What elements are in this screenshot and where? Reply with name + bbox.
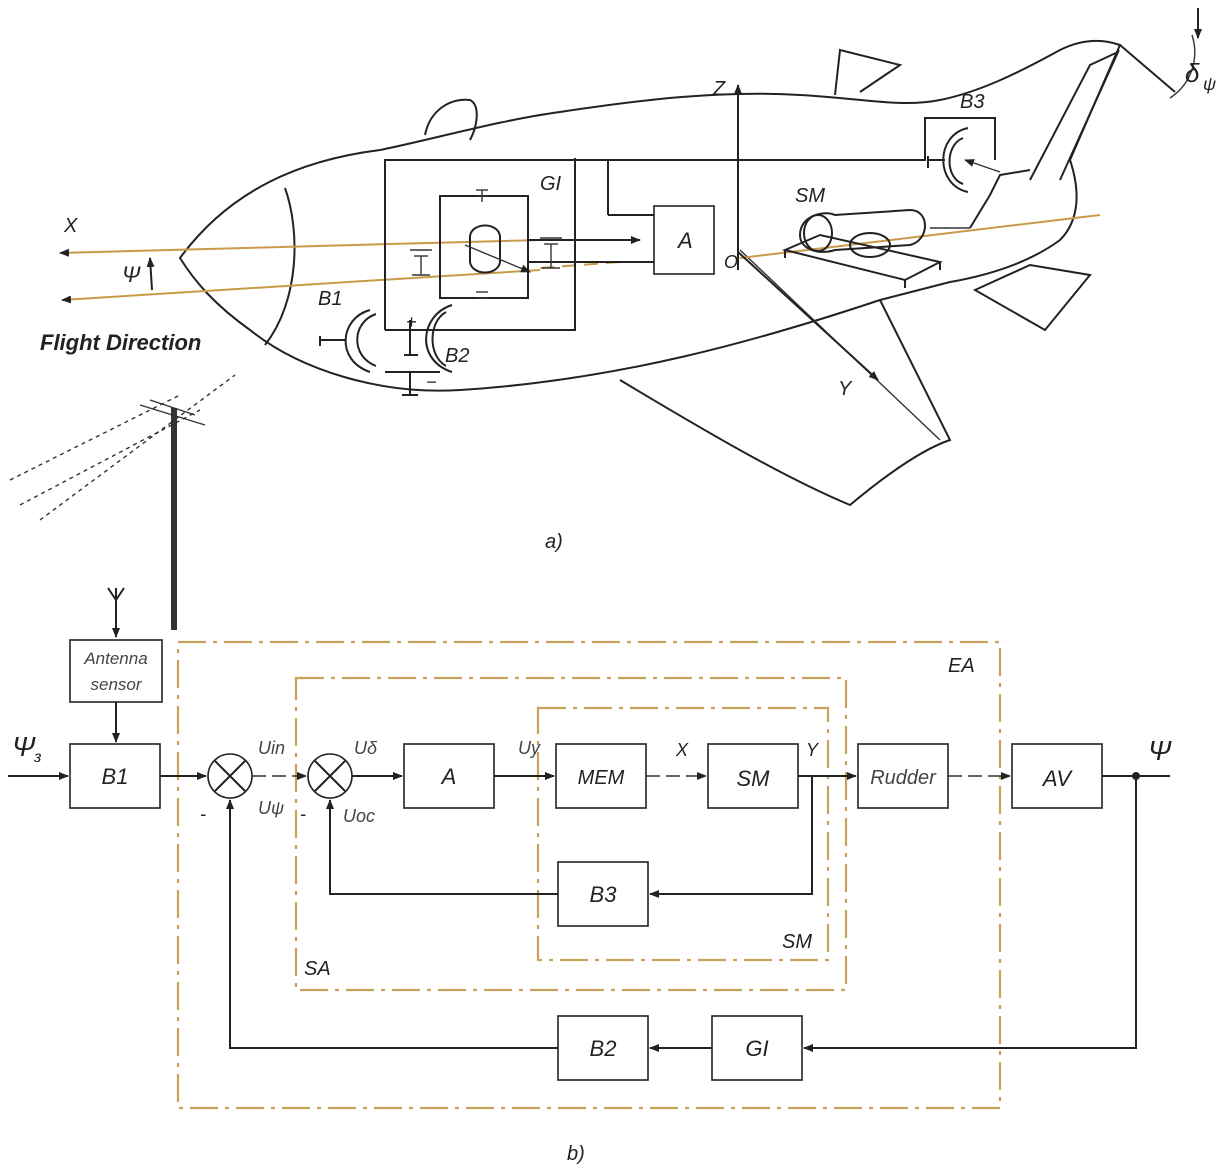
gi-label: GI (540, 173, 562, 195)
caption-b: b) (567, 1143, 585, 1165)
signal-y: Y (806, 740, 820, 760)
region-sm-label: SM (782, 931, 812, 953)
block-b3-label: B3 (590, 882, 618, 907)
signal-upsi: Uψ (258, 798, 284, 818)
minus-sign-1: - (200, 804, 206, 824)
block-b1-label: B1 (102, 764, 129, 789)
region-sa (296, 678, 846, 990)
y-axis-line (738, 252, 878, 380)
rudder-linkage (970, 170, 1030, 228)
b3-label: B3 (960, 91, 984, 113)
tail-fin (1030, 52, 1118, 180)
rudder-deflection-line (1120, 45, 1175, 92)
minus-sign: − (426, 372, 437, 392)
sm-label: SM (795, 185, 825, 207)
psi-angle-arrow (150, 258, 152, 290)
delta-label: δ (1185, 58, 1200, 88)
plus-sign: + (406, 312, 417, 332)
block-a-label: A (440, 764, 457, 789)
delta-subscript: ψ (1203, 74, 1216, 94)
output-psi: Ψ (1148, 735, 1172, 766)
signal-x: X (675, 740, 689, 760)
nose-separator (265, 188, 295, 345)
potentiometer-b2 (385, 305, 452, 395)
summing-junction-1 (208, 754, 252, 798)
region-sa-label: SA (304, 958, 331, 980)
antenna-sensor-line1: Antenna (83, 649, 147, 668)
block-rudder-label: Rudder (870, 767, 937, 789)
block-av-label: AV (1041, 766, 1073, 791)
minus-sign-2: - (300, 804, 306, 824)
gyro-frame (440, 196, 528, 298)
potentiometer-b3 (928, 128, 1000, 192)
signal-uy: Uy (518, 738, 541, 758)
block-mem-label: MEM (578, 767, 625, 789)
flight-direction-label: Flight Direction (40, 330, 201, 355)
antenna-sensor-line2: sensor (90, 675, 142, 694)
y-axis-label: Y (838, 378, 853, 400)
horizontal-stabilizer (975, 265, 1090, 330)
a-block-label: A (676, 228, 693, 253)
psi-label: Ψ (122, 262, 141, 287)
origin-label: O (724, 252, 738, 272)
input-psi: Ψ (12, 731, 36, 762)
wire-b1-top (385, 160, 650, 330)
signal-udelta: Uδ (354, 738, 378, 758)
z-axis-label: Z (712, 78, 726, 100)
signal-uoc: Uoc (343, 806, 375, 826)
block-b2-label: B2 (590, 1036, 617, 1061)
b1-label: B1 (318, 288, 342, 310)
vertical-tail (835, 50, 900, 95)
caption-a: a) (545, 531, 563, 553)
x-axis-label: X (63, 215, 78, 237)
region-ea-label: EA (948, 655, 975, 677)
block-gi-label: GI (745, 1036, 768, 1061)
signal-uin: Uin (258, 738, 285, 758)
block-sm-label: SM (737, 766, 771, 791)
input-psi-sub: з (33, 749, 41, 766)
aircraft-schematic (10, 8, 1198, 630)
summing-junction-2 (308, 754, 352, 798)
b2-label: B2 (445, 345, 469, 367)
potentiometer-b1 (320, 310, 376, 372)
